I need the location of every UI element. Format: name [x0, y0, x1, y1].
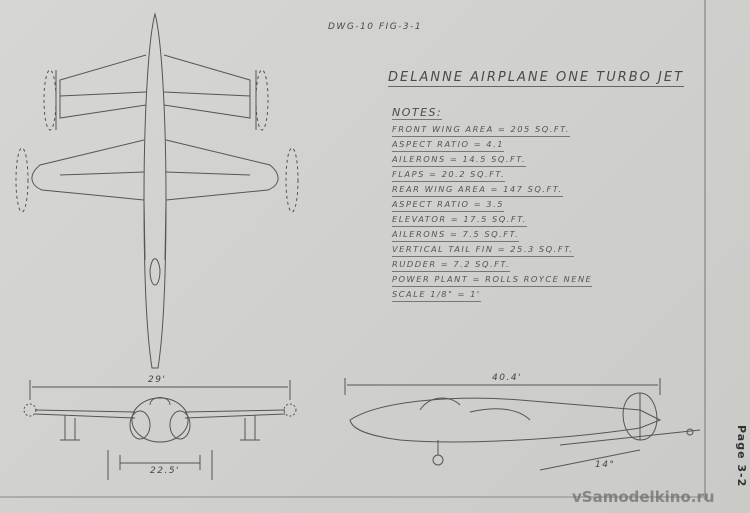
drawing-number: DWG-10 FIG-3-1: [328, 22, 423, 32]
notes-block: NOTES: FRONT WING AREA = 205 SQ.FT. ASPE…: [392, 101, 593, 302]
note-item: ASPECT RATIO = 3.5: [392, 197, 504, 212]
front-view: [23, 380, 297, 480]
note-item: FRONT WING AREA = 205 SQ.FT.: [392, 122, 570, 137]
note-item: RUDDER = 7.2 SQ.FT.: [392, 257, 511, 272]
page-label: Page 3-2: [735, 425, 748, 488]
angle-dimension: 14°: [595, 460, 616, 470]
note-item: POWER PLANT = ROLLS ROYCE NENE: [392, 272, 593, 287]
watermark: vSamodelkino.ru: [572, 488, 715, 506]
length-dimension: 40.4': [492, 373, 523, 383]
note-item: ELEVATOR = 17.5 SQ.FT.: [392, 212, 527, 227]
note-item: AILERONS = 7.5 SQ.FT.: [392, 227, 520, 242]
note-item: FLAPS = 20.2 SQ.FT.: [392, 167, 506, 182]
note-item: VERTICAL TAIL FIN = 25.3 SQ.FT.: [392, 242, 574, 257]
note-item: SCALE 1/8" = 1': [392, 287, 481, 302]
span-dimension: 29': [148, 375, 167, 385]
side-view: [344, 378, 701, 471]
top-view: [15, 12, 299, 369]
note-item: ASPECT RATIO = 4.1: [392, 137, 504, 152]
drawing-title: DELANNE AIRPLANE ONE TURBO JET: [388, 70, 685, 87]
notes-heading: NOTES:: [392, 106, 443, 120]
track-dimension: 22.5': [150, 466, 181, 476]
note-item: AILERONS = 14.5 SQ.FT.: [392, 152, 527, 167]
note-item: REAR WING AREA = 147 SQ.FT.: [392, 182, 563, 197]
